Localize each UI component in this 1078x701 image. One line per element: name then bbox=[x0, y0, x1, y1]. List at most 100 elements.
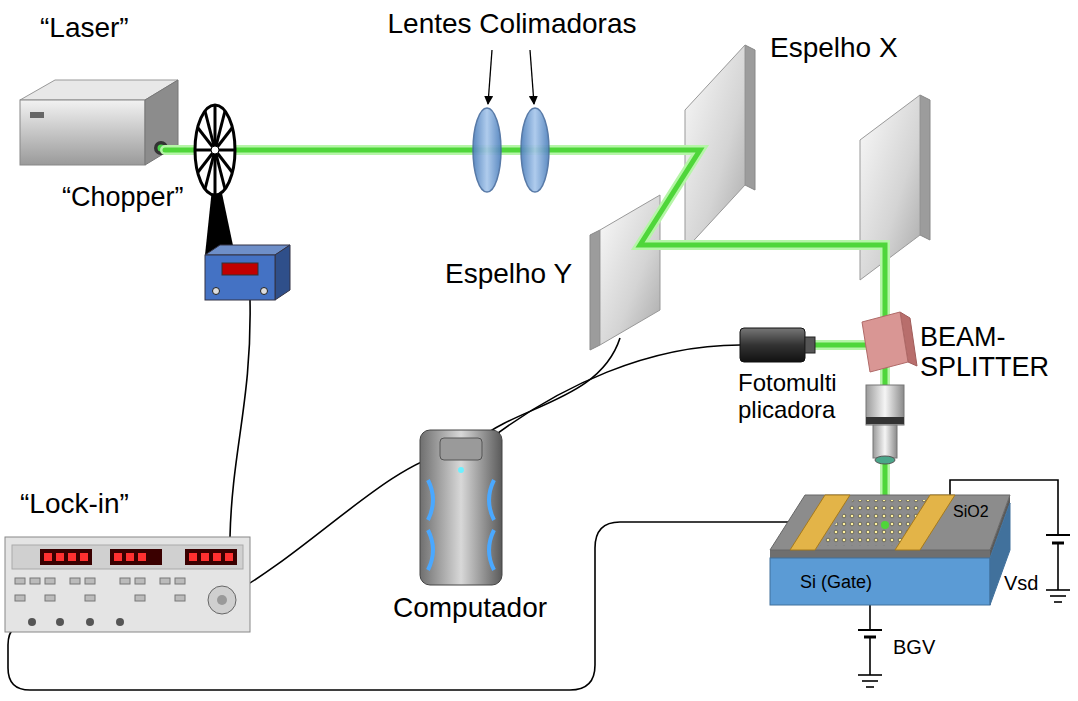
objective-lens bbox=[875, 456, 895, 464]
lock-in-amplifier bbox=[45, 578, 55, 584]
lock-in-amplifier bbox=[15, 578, 185, 601]
computer-tower bbox=[440, 438, 482, 460]
lock-in-amplifier bbox=[189, 553, 197, 561]
objective-lens bbox=[873, 425, 897, 458]
mirror bbox=[600, 195, 660, 345]
voltage-label: BGV bbox=[893, 636, 935, 658]
signal-wire bbox=[869, 637, 871, 675]
lock-in-amplifier bbox=[45, 595, 55, 601]
lock-in-amplifier bbox=[126, 553, 134, 561]
beam-splitter bbox=[862, 312, 908, 372]
instrument-label: “Laser” bbox=[40, 12, 129, 43]
lock-in-amplifier bbox=[70, 578, 80, 584]
collimating-lens bbox=[473, 108, 501, 192]
layer-label: Si (Gate) bbox=[800, 572, 872, 592]
mirror bbox=[920, 95, 930, 240]
lock-in-amplifier bbox=[138, 553, 146, 561]
lock-in-amplifier bbox=[213, 553, 221, 561]
ground-symbol bbox=[866, 686, 874, 688]
computer-label: Computador bbox=[393, 592, 547, 623]
battery-symbol bbox=[1052, 542, 1064, 545]
lock-in-amplifier bbox=[85, 578, 95, 584]
signal-wire bbox=[478, 338, 620, 440]
chopper bbox=[195, 105, 235, 195]
graphene-device bbox=[770, 495, 1010, 550]
battery-symbol bbox=[864, 636, 876, 639]
photomultiplier bbox=[740, 328, 805, 362]
objective-lens bbox=[866, 385, 904, 464]
battery-symbol bbox=[1046, 534, 1070, 536]
lock-in-amplifier bbox=[56, 553, 64, 561]
leader-arrow bbox=[488, 50, 534, 104]
mirror bbox=[745, 45, 755, 190]
graphene-device bbox=[895, 495, 955, 550]
signal-wire bbox=[486, 345, 740, 442]
laser-device bbox=[20, 80, 178, 165]
chopper bbox=[211, 146, 219, 154]
lock-in-amplifier bbox=[15, 578, 25, 584]
instrument-label: “Lock-in” bbox=[20, 488, 129, 519]
lock-in-amplifier bbox=[225, 553, 233, 561]
lock-in-amplifier bbox=[44, 553, 52, 561]
chopper bbox=[205, 255, 275, 300]
ground-symbol bbox=[858, 674, 882, 676]
lock-in-amplifier bbox=[15, 595, 25, 601]
lock-in-amplifier bbox=[28, 618, 36, 626]
lock-in-amplifier bbox=[175, 578, 185, 584]
lock-in-amplifier bbox=[5, 537, 250, 632]
mirror bbox=[590, 230, 600, 350]
computer-tower bbox=[428, 530, 433, 570]
signal-wire bbox=[869, 605, 871, 630]
lens-label: Lentes Colimadoras bbox=[387, 8, 636, 39]
lock-in-amplifier bbox=[160, 578, 170, 584]
detector-label: Fotomulti plicadora bbox=[738, 370, 858, 424]
laser-device bbox=[30, 112, 44, 118]
photomultiplier bbox=[805, 337, 815, 353]
lock-in-amplifier bbox=[30, 578, 40, 584]
lock-in-amplifier bbox=[135, 578, 145, 584]
graphene-device bbox=[881, 521, 889, 529]
lock-in-amplifier bbox=[120, 578, 130, 584]
beam-splitter bbox=[862, 312, 917, 372]
ground-symbol bbox=[862, 680, 878, 682]
lock-in-amplifier bbox=[12, 545, 243, 569]
lock-in-amplifier bbox=[5, 537, 250, 632]
leader-arrow bbox=[488, 50, 492, 104]
lock-in-amplifier bbox=[208, 586, 236, 614]
mirror-label: Espelho Y bbox=[445, 258, 572, 289]
lock-in-amplifier bbox=[114, 553, 122, 561]
graphene-device bbox=[770, 495, 1010, 605]
photomultiplier bbox=[740, 328, 815, 362]
lock-in-amplifier bbox=[201, 553, 209, 561]
ground-symbol bbox=[1054, 601, 1062, 603]
graphene-device bbox=[770, 558, 990, 605]
graphene-device bbox=[770, 550, 990, 558]
computer-tower bbox=[489, 480, 494, 520]
ground-symbol bbox=[1046, 589, 1070, 591]
computer-tower bbox=[420, 430, 502, 585]
chopper bbox=[275, 245, 290, 300]
ground-symbol bbox=[1050, 595, 1066, 597]
computer-tower bbox=[420, 430, 502, 585]
laser-device bbox=[20, 100, 145, 165]
battery-symbol bbox=[858, 629, 882, 631]
lock-in-amplifier bbox=[175, 595, 185, 601]
collimating-lens bbox=[521, 108, 549, 192]
lock-in-amplifier bbox=[86, 618, 94, 626]
lock-in-amplifier bbox=[44, 553, 233, 561]
objective-lens bbox=[866, 385, 904, 425]
splitter-label: BEAM- SPLITTER bbox=[920, 322, 1070, 382]
lock-in-amplifier bbox=[110, 549, 162, 565]
computer-tower bbox=[489, 530, 494, 570]
chopper bbox=[222, 263, 258, 275]
chopper bbox=[261, 288, 268, 295]
collimating-lens bbox=[473, 108, 549, 192]
lock-in-amplifier bbox=[56, 618, 64, 626]
computer-tower bbox=[428, 480, 433, 520]
leader-arrow bbox=[530, 50, 534, 104]
lock-in-amplifier bbox=[185, 549, 237, 565]
chopper bbox=[195, 105, 235, 195]
voltage-label: Vsd bbox=[1004, 572, 1038, 594]
